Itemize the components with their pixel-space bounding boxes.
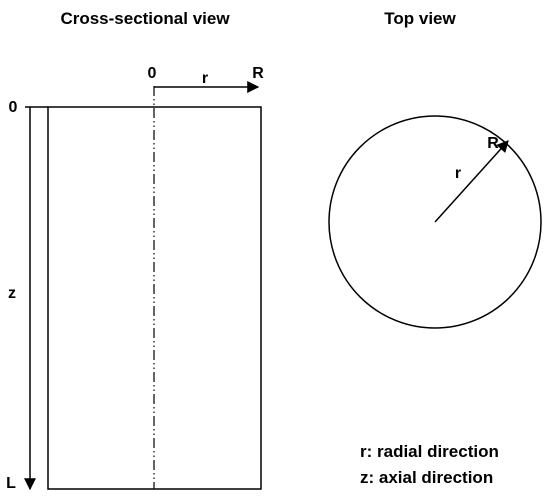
top-view-title: Top view bbox=[384, 9, 456, 28]
legend-radial: r: radial direction bbox=[360, 442, 499, 461]
radius-label: R bbox=[252, 65, 264, 82]
bottom-label: L bbox=[6, 475, 16, 492]
top-label: 0 bbox=[9, 99, 18, 116]
legend-axial: z: axial direction bbox=[360, 468, 493, 487]
top-view-radial-label: r bbox=[455, 165, 461, 182]
top-view-circle bbox=[328, 115, 542, 329]
top-view-radius-arrow bbox=[434, 140, 509, 223]
radial-label: r bbox=[202, 70, 208, 87]
radial-origin-label: 0 bbox=[148, 65, 157, 82]
top-view-radius-label: R bbox=[487, 135, 499, 152]
axial-label: z bbox=[8, 285, 16, 302]
cross-section-title: Cross-sectional view bbox=[60, 9, 230, 28]
